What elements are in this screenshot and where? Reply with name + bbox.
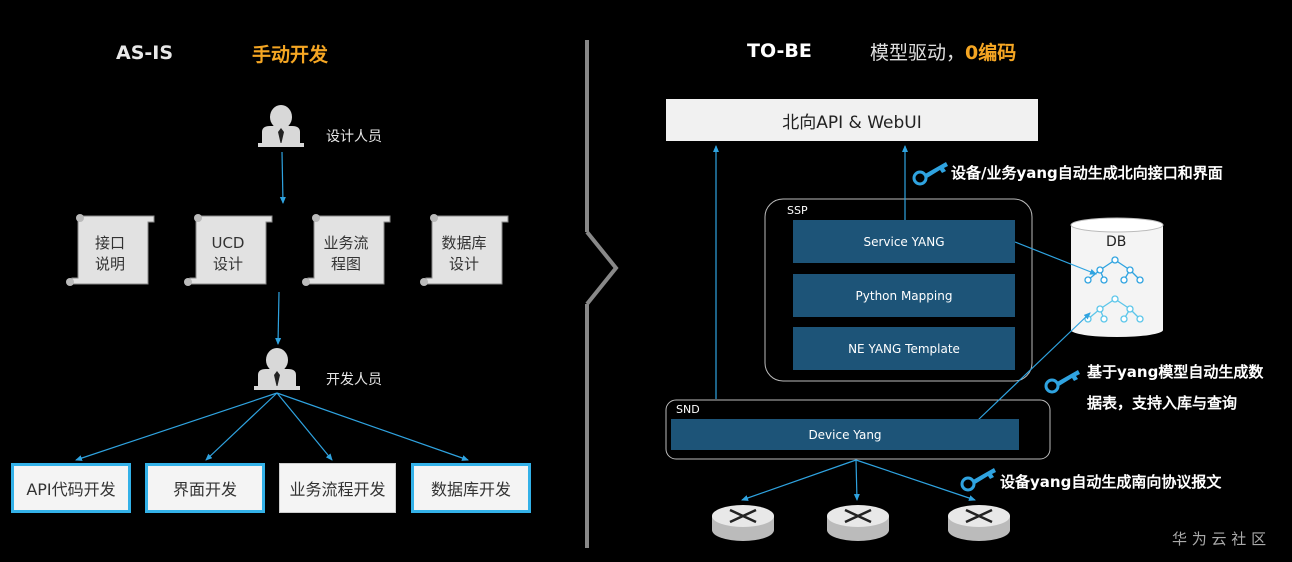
- router-icon: [948, 505, 1010, 541]
- developer-person-icon: [254, 348, 300, 390]
- doc-line: 说明: [94, 255, 125, 273]
- subtitle-highlight: 0编码: [965, 42, 1017, 64]
- key-icon: [912, 162, 948, 186]
- key-icon: [960, 468, 996, 492]
- doc-line: 业务流: [323, 234, 369, 252]
- left-flow-arrows: [75, 151, 469, 461]
- snd-label: SND: [676, 403, 700, 416]
- python-mapping-block: Python Mapping: [793, 274, 1015, 317]
- ne-yang-template-block: NE YANG Template: [793, 327, 1015, 370]
- doc-scroll-icon: [66, 214, 155, 286]
- doc-scroll-icon: [184, 214, 273, 286]
- to-be-subtitle: 模型驱动，0编码: [870, 38, 1016, 65]
- service-yang-block: Service YANG: [793, 220, 1015, 263]
- to-be-title: TO-BE: [747, 40, 812, 62]
- router-icon: [827, 505, 889, 541]
- designer-label: 设计人员: [326, 129, 382, 145]
- section-divider: [585, 40, 619, 548]
- subtitle-plain: 模型驱动，: [870, 42, 966, 64]
- task-ui-dev: 界面开发: [145, 463, 265, 513]
- annotation-southbound: 设备yang自动生成南向协议报文: [1000, 473, 1222, 491]
- doc-database-design: 数据库 设计: [432, 233, 496, 275]
- northbound-box: 北向API & WebUI: [666, 99, 1038, 141]
- doc-ucd-design: UCD 设计: [196, 233, 260, 275]
- doc-interface-spec: 接口 说明: [78, 233, 142, 275]
- doc-line: 设计: [212, 255, 243, 273]
- doc-line: 程图: [330, 255, 361, 273]
- doc-line: 设计: [448, 255, 479, 273]
- ssp-label: SSP: [787, 204, 808, 217]
- doc-line: 接口: [94, 234, 125, 252]
- designer-person-icon: [258, 105, 304, 147]
- annotation-db-line2: 据表，支持入库与查询: [1087, 394, 1238, 412]
- as-is-title: AS-IS: [116, 42, 174, 64]
- device-yang-block: Device Yang: [671, 419, 1019, 450]
- as-is-subtitle: 手动开发: [252, 44, 329, 66]
- doc-line: UCD: [211, 234, 245, 252]
- right-flow-arrows: [713, 145, 1097, 501]
- snd-container: [665, 399, 1051, 460]
- tree-structure-icon: [1084, 256, 1144, 284]
- task-flow-dev: 业务流程开发: [279, 463, 396, 513]
- watermark: 华 为 云 社 区: [1172, 530, 1267, 548]
- task-api-dev: API代码开发: [11, 463, 131, 513]
- doc-business-flowchart: 业务流 程图: [314, 233, 378, 275]
- task-db-dev: 数据库开发: [411, 463, 531, 513]
- annotation-db-line1: 基于yang模型自动生成数: [1087, 363, 1264, 381]
- doc-scroll-icon: [420, 214, 509, 286]
- developer-label: 开发人员: [326, 372, 382, 388]
- ssp-container: [764, 198, 1033, 382]
- db-label: DB: [1106, 234, 1127, 250]
- doc-scroll-icon: [302, 214, 391, 286]
- router-icon: [712, 505, 774, 541]
- annotation-northbound: 设备/业务yang自动生成北向接口和界面: [951, 164, 1223, 182]
- doc-line: 数据库: [441, 234, 487, 252]
- key-icon: [1044, 370, 1080, 394]
